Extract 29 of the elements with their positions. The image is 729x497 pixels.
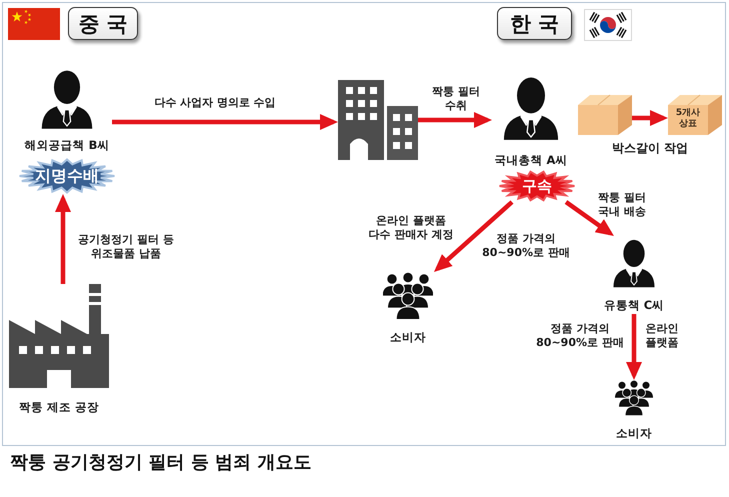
edge-label: 짝퉁 필터 수취 — [431, 85, 481, 113]
group-label: 소비자 — [616, 426, 652, 441]
arrow — [112, 114, 338, 130]
heading-box: 중 국 — [68, 7, 138, 40]
arrow — [564, 200, 614, 236]
edge-label: 다수 사업자 명의로 수입 — [153, 96, 277, 110]
arrow — [632, 110, 668, 126]
cardboard-box — [578, 95, 632, 135]
starburst-badge: 구속 — [498, 170, 576, 202]
edge-label: 공기청정기 필터 등 위조물품 납품 — [77, 233, 175, 261]
arrow — [55, 194, 71, 284]
role-label: 국내총책 A씨 — [494, 153, 568, 168]
building-icon — [338, 80, 418, 160]
annotation: 박스갈이 작업 — [610, 141, 690, 155]
role-label: 해외공급책 B씨 — [24, 138, 110, 153]
edge-label: 짝퉁 필터 국내 배송 — [597, 191, 647, 219]
caption: 짝퉁 공기청정기 필터 등 범죄 개요도 — [10, 451, 312, 475]
group-label: 소비자 — [390, 330, 426, 345]
arrow — [434, 200, 514, 272]
edge-label: 정품 가격의 80~90%로 판매 — [535, 322, 625, 350]
annotation: 온라인 플랫폼 — [644, 322, 680, 350]
edge-label: 정품 가격의 80~90%로 판매 — [481, 232, 571, 260]
arrow — [626, 314, 642, 380]
role-label: 유통책 C씨 — [604, 298, 664, 313]
place-label: 짝퉁 제조 공장 — [18, 400, 99, 415]
starburst-badge: 지명수배 — [18, 158, 116, 194]
heading-box: 한 국 — [497, 7, 572, 40]
arrow — [418, 112, 492, 128]
annotation: 온라인 플랫폼 다수 판매자 계정 — [368, 214, 454, 242]
